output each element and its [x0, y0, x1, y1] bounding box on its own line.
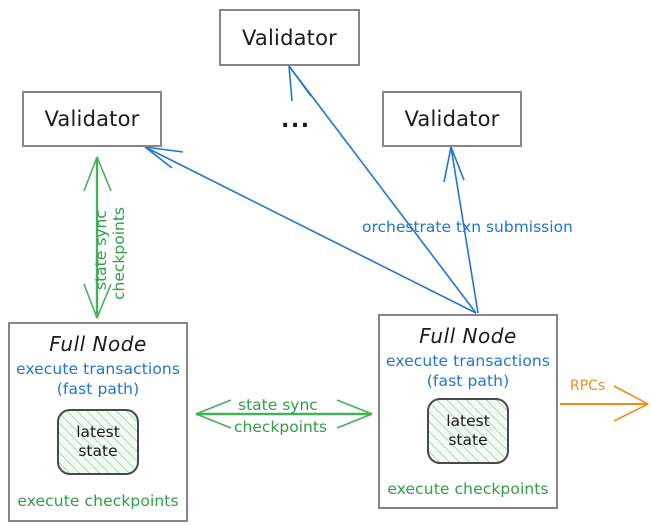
edge-rpcs-label: RPCs	[570, 378, 606, 394]
full-node-left[interactable]: Full Node execute transactions (fast pat…	[8, 322, 188, 522]
edge-state-sync-vertical-label-2: checkpoints	[110, 207, 128, 300]
full-node-left-green-line: execute checkpoints	[17, 491, 179, 510]
full-node-right[interactable]: Full Node execute transactions (fast pat…	[378, 314, 558, 509]
validator-left-label: Validator	[44, 107, 140, 131]
edge-state-sync-horizontal-label-2: checkpoints	[234, 418, 327, 436]
validator-top[interactable]: Validator	[219, 9, 360, 66]
validators-ellipsis: ...	[281, 108, 311, 133]
full-node-right-title: Full Node	[419, 324, 517, 348]
full-node-right-blue-line-2: (fast path)	[426, 371, 510, 390]
validator-top-label: Validator	[242, 25, 337, 50]
full-node-right-latest-state: latest state	[427, 397, 509, 464]
full-node-left-state-line-1: latest	[76, 422, 120, 441]
full-node-left-latest-state: latest state	[57, 408, 139, 475]
full-node-left-blue-text: execute transactions (fast path)	[16, 360, 180, 400]
validator-right[interactable]: Validator	[382, 91, 522, 147]
validator-right-label: Validator	[404, 107, 500, 131]
full-node-right-state-line-1: latest	[446, 411, 490, 430]
full-node-right-blue-line-1: execute transactions	[385, 352, 551, 370]
full-node-right-blue-text: execute transactions (fast path)	[386, 352, 550, 392]
edge-state-sync-horizontal-label-1: state sync	[238, 396, 318, 414]
full-node-left-state-line-2: state	[78, 441, 118, 460]
full-node-right-state-line-2: state	[448, 430, 488, 449]
validator-left[interactable]: Validator	[22, 91, 162, 147]
full-node-left-blue-line-2: (fast path)	[56, 379, 140, 398]
edge-orchestrate-label: orchestrate txn submission	[362, 218, 573, 236]
edge-state-sync-vertical-label-1: state sync	[92, 210, 110, 290]
full-node-right-green-line: execute checkpoints	[387, 479, 549, 498]
full-node-left-title: Full Node	[49, 332, 147, 356]
full-node-left-blue-line-1: execute transactions	[15, 360, 181, 378]
